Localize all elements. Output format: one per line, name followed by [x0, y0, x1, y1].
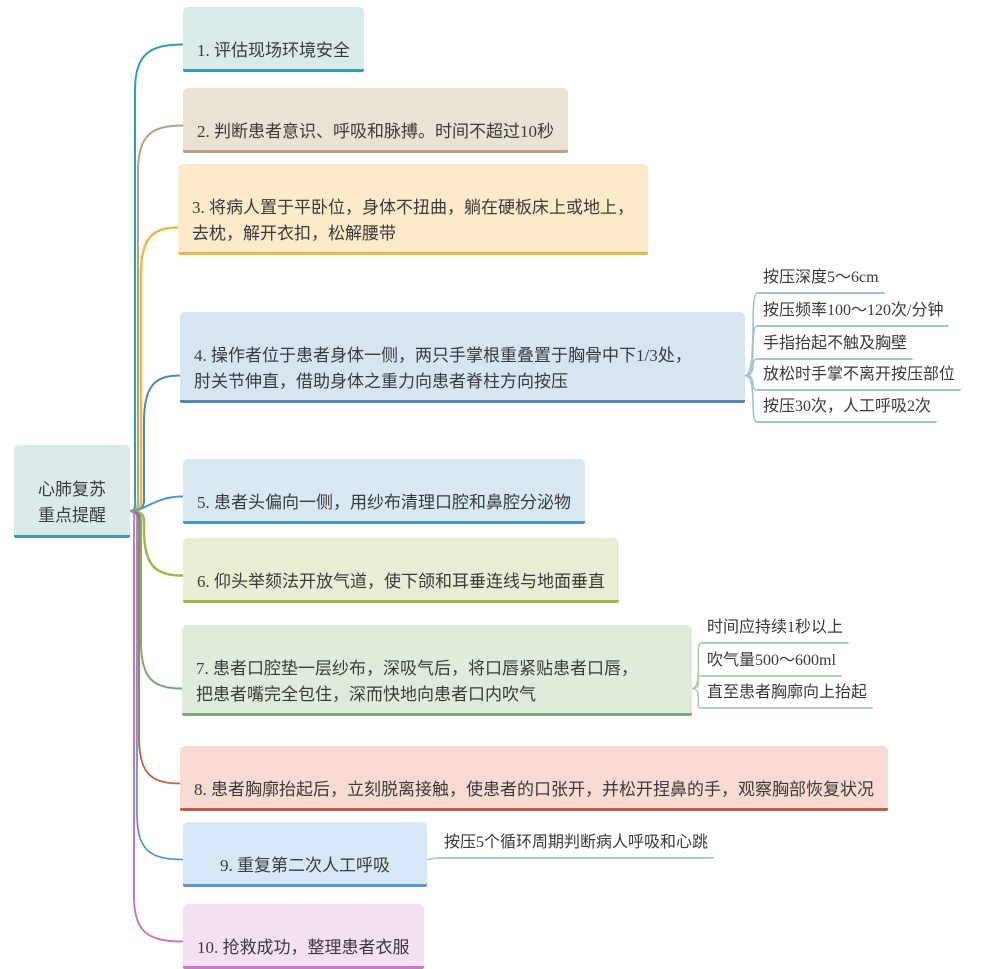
connector-branch-6: [128, 509, 185, 577]
branch-node-8-label: 8. 患者胸廓抬起后，立刻脱离接触，使患者的口张开，并松开捏鼻的手，观察胸部恢复…: [194, 780, 874, 799]
connector-branch-1: [129, 43, 184, 512]
branch-node-3[interactable]: 3. 将病人置于平卧位，身体不扭曲，躺在硬板床上或地上， 去枕，解开衣扣，松解腰…: [178, 164, 648, 255]
subtopic-4-4[interactable]: 放松时手掌不离开按压部位: [757, 364, 962, 391]
branch-node-9[interactable]: 9. 重复第二次人工呼吸: [183, 822, 427, 887]
branch-node-4-label: 4. 操作者位于患者身体一侧，两只手掌根重叠置于胸骨中下1/3处， 肘关节伸直，…: [194, 346, 692, 391]
subtopic-9-1[interactable]: 按压5个循环周期判断病人呼吸和心跳: [438, 832, 715, 859]
root-node[interactable]: 心肺复苏 重点提醒: [14, 445, 130, 538]
branch-node-1-label: 1. 评估现场环境安全: [197, 41, 350, 60]
branch-node-5-label: 5. 患者头偏向一侧，用纱布清理口腔和鼻腔分泌物: [197, 493, 571, 512]
connector-sub-7-3: [691, 687, 702, 709]
branch-node-6-label: 6. 仰头举颏法开放气道，使下颌和耳垂连线与地面垂直: [197, 572, 605, 591]
subtopic-7-1[interactable]: 时间应持续1秒以上: [701, 617, 850, 644]
branch-node-6[interactable]: 6. 仰头举颏法开放气道，使下颌和耳垂连线与地面垂直: [183, 538, 619, 603]
branch-node-7-label: 7. 患者口腔垫一层纱布，深吸气后，将口唇紧贴患者口唇， 把患者嘴完全包住，深而…: [196, 659, 638, 704]
branch-node-2-label: 2. 判断患者意识、呼吸和脉搏。时间不超过10秒: [197, 122, 554, 141]
branch-node-7[interactable]: 7. 患者口腔垫一层纱布，深吸气后，将口唇紧贴患者口唇， 把患者嘴完全包住，深而…: [182, 625, 692, 716]
branch-node-9-label: 9. 重复第二次人工呼吸: [220, 856, 390, 875]
subtopic-7-2[interactable]: 吹气量500～600ml: [701, 650, 842, 677]
subtopic-7-3[interactable]: 直至患者胸廓向上抬起: [701, 682, 874, 709]
subtopic-4-5[interactable]: 按压30次，人工呼吸2次: [757, 396, 938, 423]
branch-node-2[interactable]: 2. 判断患者意识、呼吸和脉搏。时间不超过10秒: [183, 88, 568, 153]
connector-branch-8: [129, 510, 181, 785]
subtopic-4-2[interactable]: 按压频率100～120次/分钟: [757, 300, 950, 327]
root-node-label: 心肺复苏 重点提醒: [38, 480, 106, 525]
connector-sub-4-5: [744, 374, 758, 423]
branch-node-3-label: 3. 将病人置于平卧位，身体不扭曲，躺在硬板床上或地上， 去枕，解开衣扣，松解腰…: [192, 198, 634, 243]
subtopic-4-1[interactable]: 按压深度5～6cm: [757, 267, 885, 294]
connector-sub-4-1: [744, 292, 758, 377]
branch-node-8[interactable]: 8. 患者胸廓抬起后，立刻脱离接触，使患者的口张开，并松开捏鼻的手，观察胸部恢复…: [180, 746, 888, 811]
branch-node-10-label: 10. 抢救成功，整理患者衣服: [197, 938, 410, 957]
branch-node-4[interactable]: 4. 操作者位于患者身体一侧，两只手掌根重叠置于胸骨中下1/3处， 肘关节伸直，…: [180, 312, 745, 403]
connector-branch-10: [129, 510, 184, 943]
branch-node-5[interactable]: 5. 患者头偏向一侧，用纱布清理口腔和鼻腔分泌物: [183, 459, 585, 524]
connector-sub-9-1: [426, 857, 439, 861]
branch-node-1[interactable]: 1. 评估现场环境安全: [183, 7, 364, 72]
connector-sub-4-2: [744, 325, 758, 377]
connector-sub-7-1: [691, 642, 702, 690]
connector-branch-2: [129, 124, 184, 512]
subtopic-4-3[interactable]: 手指抬起不触及胸壁: [757, 333, 914, 360]
connector-branch-7: [129, 510, 183, 690]
connector-branch-9: [129, 510, 184, 861]
branch-node-10[interactable]: 10. 抢救成功，整理患者衣服: [183, 904, 424, 969]
